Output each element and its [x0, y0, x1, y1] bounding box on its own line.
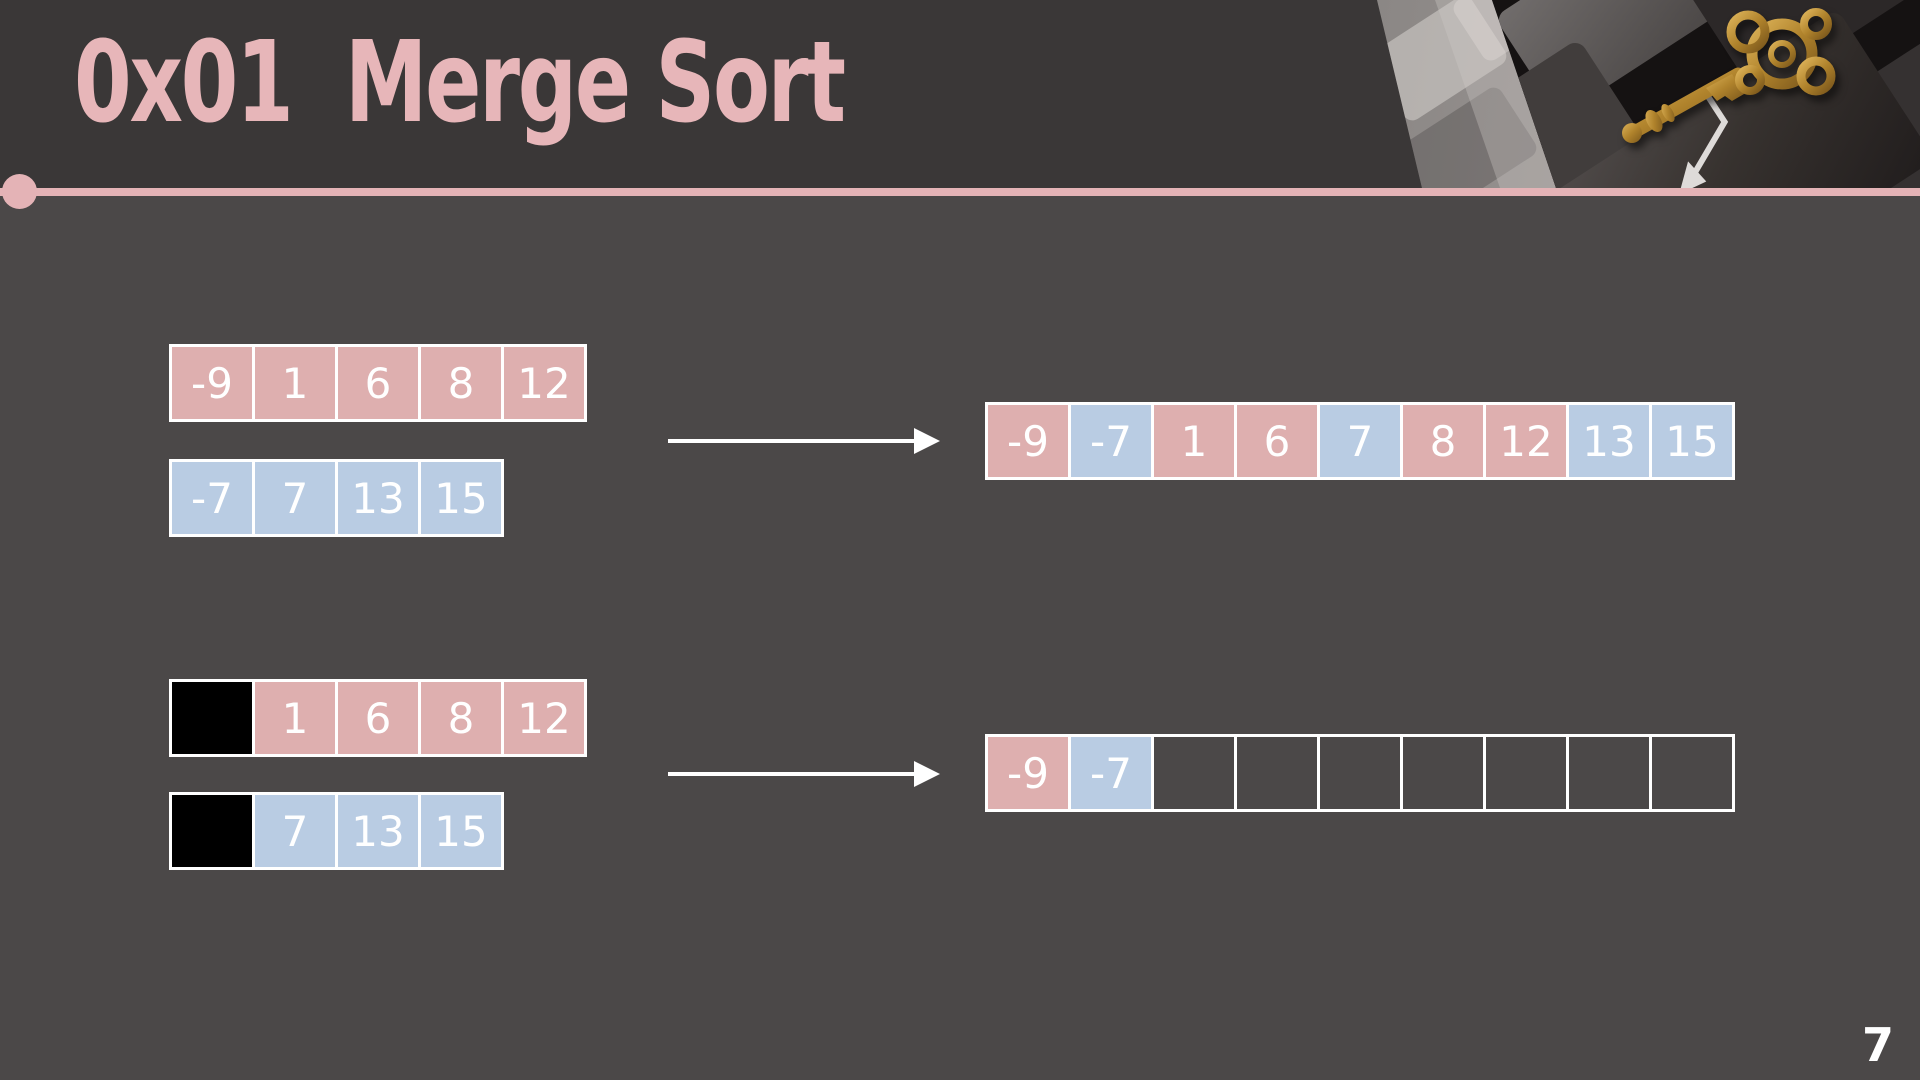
array-cell-15: 15 — [1649, 402, 1735, 480]
gold-key-icon — [1622, 8, 1836, 143]
return-arrow-icon — [1679, 91, 1729, 188]
array-cell--9: -9 — [985, 734, 1071, 812]
array-cell-empty — [1566, 734, 1652, 812]
right-arrow-line — [668, 772, 916, 776]
array-cell-13: 13 — [335, 792, 421, 870]
array-cell-black — [169, 792, 255, 870]
array-cell-12: 12 — [501, 344, 587, 422]
merge-arrow-bottom — [668, 761, 940, 787]
right-arrow-icon — [914, 428, 940, 454]
array-cell-6: 6 — [1234, 402, 1320, 480]
array-cell-6: 6 — [335, 344, 421, 422]
merge-arrow-top — [668, 428, 940, 454]
array-cell-empty — [1483, 734, 1569, 812]
enter-keycap: Enter — [1535, 8, 1920, 253]
keyboard-photo-dark-area: Enter — [1492, 0, 1920, 188]
array-cell--9: -9 — [985, 402, 1071, 480]
array-cell-13: 13 — [1566, 402, 1652, 480]
array-bottom-merged-partial: -9-7 — [985, 734, 1735, 812]
right-arrow-line — [668, 439, 916, 443]
array-cell-empty — [1317, 734, 1403, 812]
array-cell-8: 8 — [418, 679, 504, 757]
array-cell-15: 15 — [418, 459, 504, 537]
array-cell-empty — [1400, 734, 1486, 812]
array-cell-1: 1 — [252, 679, 338, 757]
array-cell-1: 1 — [252, 344, 338, 422]
array-cell-8: 8 — [418, 344, 504, 422]
array-cell--7: -7 — [169, 459, 255, 537]
array-cell--9: -9 — [169, 344, 255, 422]
array-cell--7: -7 — [1068, 402, 1154, 480]
array-cell-13: 13 — [335, 459, 421, 537]
array-cell-15: 15 — [418, 792, 504, 870]
array-cell-empty — [1151, 734, 1237, 812]
page-title: 0x01 Merge Sort — [74, 18, 846, 148]
title-divider-dot — [2, 174, 37, 209]
right-arrow-icon — [914, 761, 940, 787]
array-cell-1: 1 — [1151, 402, 1237, 480]
array-cell-7: 7 — [252, 792, 338, 870]
array-cell-black — [169, 679, 255, 757]
enter-key-label: Enter — [1617, 191, 1692, 253]
array-cell-12: 12 — [1483, 402, 1569, 480]
page-number: 7 — [1861, 1018, 1894, 1072]
keyboard-photo: Enter — [1360, 0, 1920, 188]
array-cell-12: 12 — [501, 679, 587, 757]
array-cell-7: 7 — [1317, 402, 1403, 480]
array-cell-8: 8 — [1400, 402, 1486, 480]
array-cell-empty — [1234, 734, 1320, 812]
array-cell-empty — [1649, 734, 1735, 812]
array-cell-6: 6 — [335, 679, 421, 757]
title-divider-line — [0, 188, 1920, 196]
array-cell-7: 7 — [252, 459, 338, 537]
array-cell--7: -7 — [1068, 734, 1154, 812]
